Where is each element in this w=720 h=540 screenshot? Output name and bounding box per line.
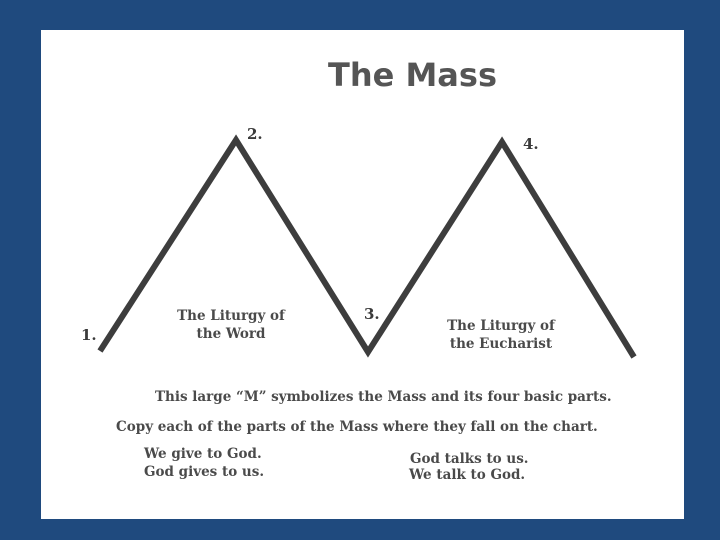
point-2-number: 2. [247, 125, 263, 143]
instruction-line-1: This large “M” symbolizes the Mass and i… [155, 389, 612, 405]
liturgy-of-eucharist-label: The Liturgy of the Eucharist [437, 317, 565, 353]
liturgy-of-eucharist-line1: The Liturgy of [447, 318, 555, 334]
point-3-number: 3. [364, 305, 380, 323]
m-shape-diagram [97, 134, 637, 359]
m-shape-line [97, 134, 637, 359]
liturgy-of-word-line2: the Word [196, 326, 266, 342]
liturgy-of-word-line1: The Liturgy of [177, 308, 285, 324]
point-1-number: 1. [81, 326, 97, 344]
phrase-we-talk-to-god: We talk to God. [409, 467, 526, 483]
phrase-god-talks-to-us: God talks to us. [410, 451, 529, 467]
page-title: The Mass [328, 56, 497, 94]
liturgy-of-eucharist-line2: the Eucharist [449, 336, 553, 352]
liturgy-of-word-label: The Liturgy of the Word [171, 307, 291, 343]
phrase-god-gives-to-us: God gives to us. [144, 464, 265, 480]
worksheet: The Mass 1. 2. 3. 4. The Liturgy of the … [41, 30, 684, 519]
instruction-line-2: Copy each of the parts of the Mass where… [116, 419, 598, 435]
phrase-we-give-to-god: We give to God. [144, 446, 262, 462]
point-4-number: 4. [523, 135, 539, 153]
